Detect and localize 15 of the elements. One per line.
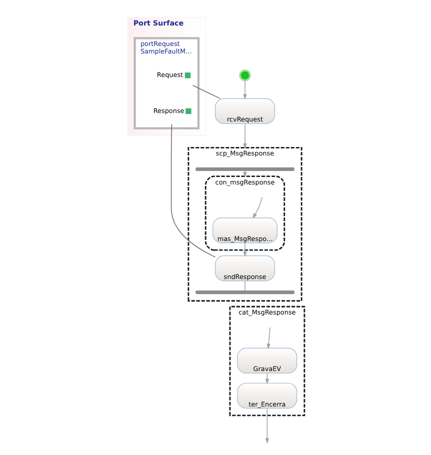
node-brace — [195, 167, 294, 171]
connector — [170, 124, 216, 258]
node-brace — [195, 290, 294, 294]
arrow — [242, 170, 246, 178]
arrow — [252, 196, 262, 219]
arrow — [242, 242, 246, 257]
connector — [244, 280, 245, 292]
node-box — [185, 108, 191, 114]
node-box — [184, 72, 190, 78]
node-circle — [238, 69, 250, 82]
arrow — [266, 327, 270, 350]
connector — [192, 85, 220, 99]
arrow — [264, 408, 269, 444]
arrow — [242, 80, 246, 100]
arrow — [242, 123, 246, 149]
